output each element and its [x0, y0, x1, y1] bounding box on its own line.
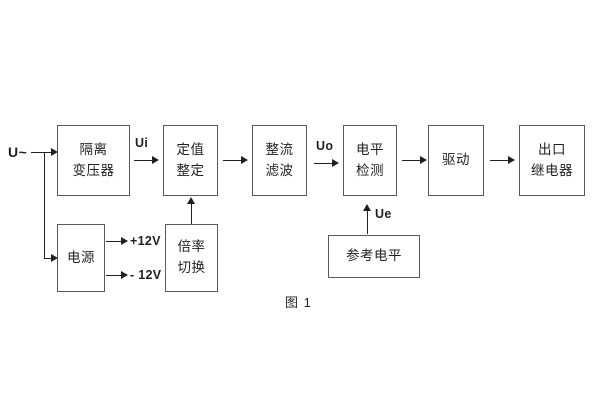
- block-line: 出口: [538, 141, 566, 157]
- block-line: 倍率: [177, 239, 206, 255]
- feed-line-transformer: [44, 152, 53, 153]
- block-reference-level[interactable]: 参考电平: [328, 235, 420, 278]
- connector-uo-line: [314, 163, 334, 164]
- block-output-relay[interactable]: 出口 继电器: [519, 125, 585, 196]
- feed-line-power-supply: [44, 258, 53, 259]
- block-line: 整流: [265, 141, 294, 157]
- block-multiplier-switch[interactable]: 倍率 切换: [165, 224, 218, 292]
- input-bus-trunk: [44, 152, 45, 258]
- block-rectifier-filter[interactable]: 整流 滤波: [252, 125, 307, 196]
- block-driver[interactable]: 驱动: [428, 125, 484, 196]
- block-line: 检测: [356, 162, 384, 178]
- rail-negative-arrow: [121, 271, 128, 279]
- block-line: 变压器: [72, 162, 115, 178]
- connector-ui-arrow: [152, 156, 159, 164]
- connector-level-to-driver-arrow: [420, 156, 427, 164]
- block-power-supply[interactable]: 电源: [57, 224, 105, 292]
- connector-multiplier-to-setting-arrow: [187, 197, 195, 204]
- block-line: 切换: [177, 260, 206, 275]
- connector-multiplier-to-setting-line: [191, 203, 192, 224]
- block-line: 驱动: [442, 152, 470, 168]
- connector-driver-to-relay-line: [490, 160, 510, 161]
- block-level-detection[interactable]: 电平 检测: [343, 125, 397, 196]
- block-line: 隔离: [79, 141, 108, 157]
- block-line: 整定: [176, 162, 205, 178]
- connector-setting-to-rectifier-line: [223, 160, 243, 161]
- block-line: 继电器: [531, 162, 573, 178]
- block-line: 电源: [67, 249, 95, 265]
- connector-ue-arrow: [363, 204, 371, 211]
- rail-positive-line: [106, 241, 123, 242]
- figure-caption: 图 1: [285, 295, 312, 310]
- connector-ui-line: [134, 160, 154, 161]
- block-line: 定值: [176, 141, 205, 157]
- connector-uo-arrow: [332, 159, 339, 167]
- block-line: 电平: [356, 141, 384, 157]
- signal-label-ui: Ui: [135, 136, 149, 150]
- rail-positive-label: +12V: [130, 234, 161, 248]
- rail-positive-arrow: [121, 237, 128, 245]
- input-voltage-label: U~: [8, 144, 28, 160]
- signal-label-uo: Uo: [316, 139, 334, 153]
- input-bus-entry-line: [31, 152, 45, 153]
- block-line: 滤波: [265, 162, 294, 178]
- connector-setting-to-rectifier-arrow: [241, 156, 248, 164]
- connector-driver-to-relay-arrow: [508, 156, 515, 164]
- block-line: 参考电平: [346, 248, 402, 264]
- rail-negative-label: - 12V: [130, 268, 162, 282]
- feed-arrow-transformer: [51, 148, 58, 156]
- signal-label-ue: Ue: [375, 207, 392, 221]
- block-setting-value[interactable]: 定值 整定: [163, 125, 218, 196]
- feed-arrow-power-supply: [51, 254, 58, 262]
- rail-negative-line: [106, 275, 123, 276]
- connector-ue-line: [367, 210, 368, 234]
- block-isolation-transformer[interactable]: 隔离 变压器: [57, 125, 130, 196]
- connector-level-to-driver-line: [402, 160, 422, 161]
